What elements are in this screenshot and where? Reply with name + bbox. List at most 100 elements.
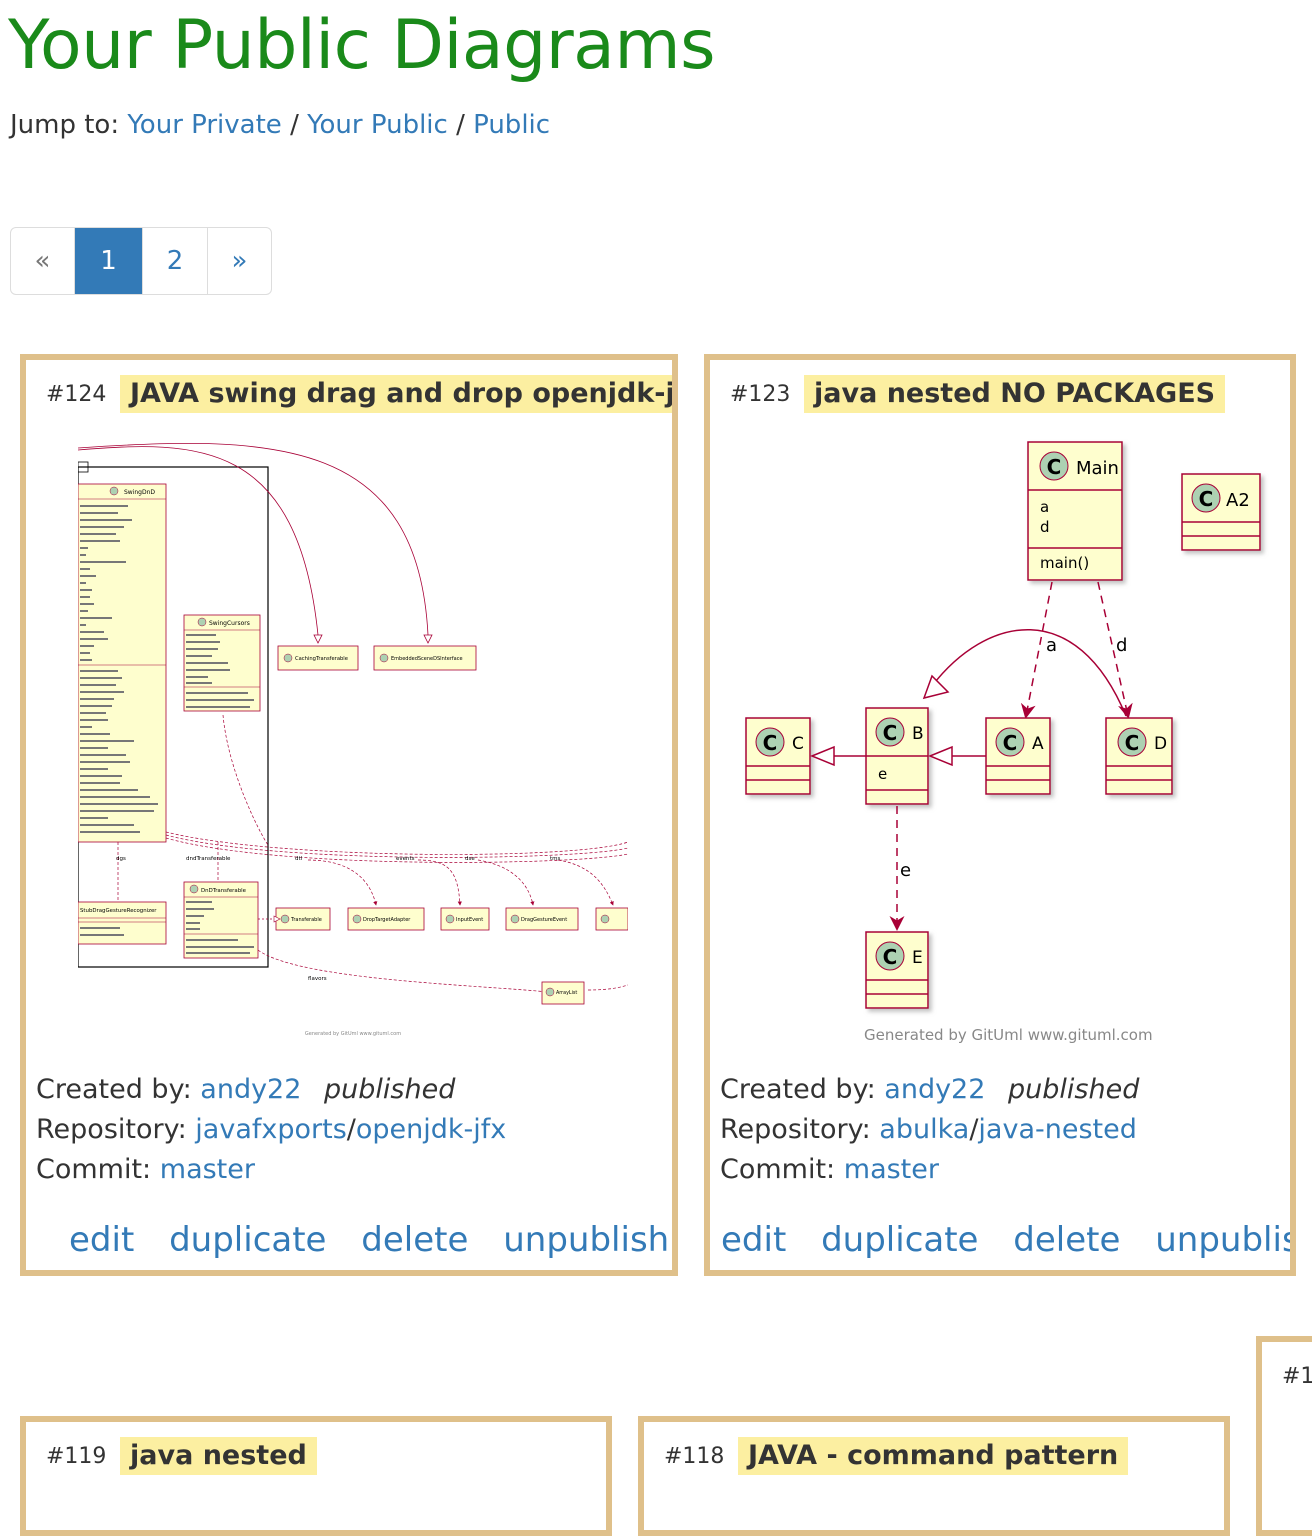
uml-class-a bbox=[985, 717, 1051, 795]
diagram-thumbnail[interactable]: SwingDnD bbox=[78, 440, 628, 1040]
commit-row: Commit: master bbox=[36, 1150, 506, 1190]
uml-field: a bbox=[1040, 498, 1049, 516]
pagination-page-1[interactable]: 1 bbox=[75, 228, 143, 294]
uml-class-swingdnd: SwingDnD bbox=[78, 483, 167, 843]
uml-class-name: EmbeddedSceneDSInterface bbox=[391, 656, 463, 662]
commit-link[interactable]: master bbox=[159, 1154, 255, 1185]
diagram-meta: Created by: andy22 published Repository:… bbox=[36, 1070, 506, 1190]
repository-label: Repository: bbox=[36, 1114, 187, 1145]
card-actions: edit duplicate delete unpublish bbox=[721, 1220, 1290, 1260]
uml-class-name: C bbox=[792, 734, 804, 754]
uml-edge-label: dndTransferable bbox=[186, 856, 231, 862]
commit-link[interactable]: master bbox=[843, 1154, 939, 1185]
uml-class-swingcursors: SwingCursors bbox=[183, 614, 261, 712]
class-c-icon: C bbox=[1125, 731, 1140, 755]
diagram-card: #119 java nested bbox=[20, 1416, 612, 1536]
uml-field: d bbox=[1040, 518, 1050, 536]
unpublish-link[interactable]: unpublish bbox=[1155, 1220, 1290, 1260]
uml-class-name: D bbox=[1154, 734, 1167, 754]
uml-class-name: InputEvent bbox=[456, 917, 483, 923]
uml-class-draggestureevent: DragGestureEvent bbox=[505, 907, 579, 931]
class-c-icon: C bbox=[883, 721, 898, 745]
uml-class-embeddedscenedsinterface: EmbeddedSceneDSInterface bbox=[373, 645, 477, 671]
repository-row: Repository: abulka/java-nested bbox=[720, 1114, 1137, 1145]
diagram-number: #1 bbox=[1282, 1364, 1312, 1389]
uml-class-name: Main bbox=[1076, 458, 1119, 479]
diagram-number: #124 bbox=[46, 382, 107, 407]
delete-link[interactable]: delete bbox=[1013, 1220, 1121, 1260]
author-link[interactable]: andy22 bbox=[884, 1074, 986, 1105]
uml-edge-label: dtl bbox=[295, 856, 303, 862]
diagram-thumbnail[interactable]: C Main a d main() C A2 a d bbox=[736, 436, 1276, 1048]
pagination-next-button[interactable]: » bbox=[231, 246, 248, 276]
page-title: Your Public Diagrams bbox=[8, 6, 716, 85]
uml-class-inputevent: InputEvent bbox=[440, 907, 490, 931]
link-your-private[interactable]: Your Private bbox=[127, 110, 282, 140]
class-c-icon: C bbox=[1199, 487, 1214, 511]
uml-class-name: DnDTransferable bbox=[201, 888, 247, 894]
unpublish-link[interactable]: unpublish bbox=[503, 1220, 670, 1260]
class-c-icon: C bbox=[1047, 455, 1062, 479]
delete-link[interactable]: delete bbox=[361, 1220, 469, 1260]
status-published: published bbox=[324, 1074, 456, 1105]
diagram-card: #123 java nested NO PACKAGES C Main a d … bbox=[704, 354, 1296, 1276]
uml-class-name: DragGestureEvent bbox=[521, 917, 567, 923]
uml-edge-label: a bbox=[1046, 635, 1057, 656]
uml-class-a2 bbox=[1181, 473, 1261, 551]
uml-class-cachingtransferable: CachingTransferable bbox=[277, 645, 359, 671]
diagram-title[interactable]: JAVA swing drag and drop openjdk-jfx bbox=[120, 375, 672, 413]
repository-label: Repository: bbox=[720, 1114, 871, 1145]
jump-label: Jump to: bbox=[10, 110, 120, 140]
class-c-icon: C bbox=[1003, 731, 1018, 755]
created-by-label: Created by: bbox=[36, 1074, 192, 1105]
commit-label: Commit: bbox=[36, 1154, 152, 1185]
uml-class-name: B bbox=[912, 724, 924, 744]
uml-class-name: A2 bbox=[1226, 490, 1250, 511]
commit-row: Commit: master bbox=[720, 1150, 1139, 1190]
class-c-icon: C bbox=[763, 731, 778, 755]
commit-label: Commit: bbox=[720, 1154, 836, 1185]
uml-edge-label: tms bbox=[550, 856, 561, 862]
link-public[interactable]: Public bbox=[473, 110, 551, 140]
uml-edge-label: dgs bbox=[116, 856, 126, 862]
diagram-number: #119 bbox=[46, 1444, 107, 1469]
repo-owner-link[interactable]: javafxports bbox=[195, 1114, 347, 1145]
author-link[interactable]: andy22 bbox=[200, 1074, 302, 1105]
jump-to-nav: Jump to: Your Private / Your Public / Pu… bbox=[10, 110, 550, 140]
duplicate-link[interactable]: duplicate bbox=[821, 1220, 979, 1260]
created-by-row: Created by: andy22 published bbox=[720, 1070, 1139, 1110]
uml-class-name: Transferable bbox=[290, 917, 322, 923]
uml-class-transferable: Transferable bbox=[275, 907, 331, 931]
edit-link[interactable]: edit bbox=[721, 1220, 787, 1260]
uml-edge-label: flavors bbox=[308, 976, 327, 982]
uml-edge-label: d bbox=[1116, 635, 1127, 656]
repo-name-link[interactable]: java-nested bbox=[978, 1114, 1137, 1145]
uml-edge-label: dse bbox=[465, 856, 475, 862]
repo-owner-link[interactable]: abulka bbox=[879, 1114, 970, 1145]
created-by-row: Created by: andy22 published bbox=[36, 1070, 506, 1110]
repo-name-link[interactable]: openjdk-jfx bbox=[355, 1114, 507, 1145]
duplicate-link[interactable]: duplicate bbox=[169, 1220, 327, 1260]
jump-separator: / bbox=[290, 110, 299, 140]
jump-separator: / bbox=[456, 110, 465, 140]
pagination: « 1 2 » bbox=[10, 227, 272, 295]
status-published: published bbox=[1008, 1074, 1140, 1105]
diagram-title[interactable]: java nested NO PACKAGES bbox=[804, 375, 1226, 413]
uml-class-name: SwingDnD bbox=[124, 489, 155, 496]
diagram-title[interactable]: java nested bbox=[120, 1437, 317, 1475]
diagram-number: #123 bbox=[730, 382, 791, 407]
uml-class-name: DropTargetAdapter bbox=[363, 917, 411, 923]
diagram-title[interactable]: JAVA - command pattern bbox=[738, 1437, 1129, 1475]
created-by-label: Created by: bbox=[720, 1074, 876, 1105]
uml-class-dndtransferable: DnDTransferable bbox=[183, 881, 259, 959]
diagram-card: #124 JAVA swing drag and drop openjdk-jf… bbox=[20, 354, 678, 1276]
pagination-page-2[interactable]: 2 bbox=[143, 228, 208, 294]
link-your-public[interactable]: Your Public bbox=[307, 110, 448, 140]
edit-link[interactable]: edit bbox=[69, 1220, 135, 1260]
uml-class-name: E bbox=[912, 948, 923, 968]
diagram-number: #118 bbox=[664, 1444, 725, 1469]
uml-field: e bbox=[878, 765, 887, 783]
repository-row: Repository: javafxports/openjdk-jfx bbox=[36, 1114, 507, 1145]
pagination-prev-button[interactable]: « bbox=[11, 228, 75, 294]
diagram-footer: Generated by GitUml www.gituml.com bbox=[864, 1026, 1153, 1044]
